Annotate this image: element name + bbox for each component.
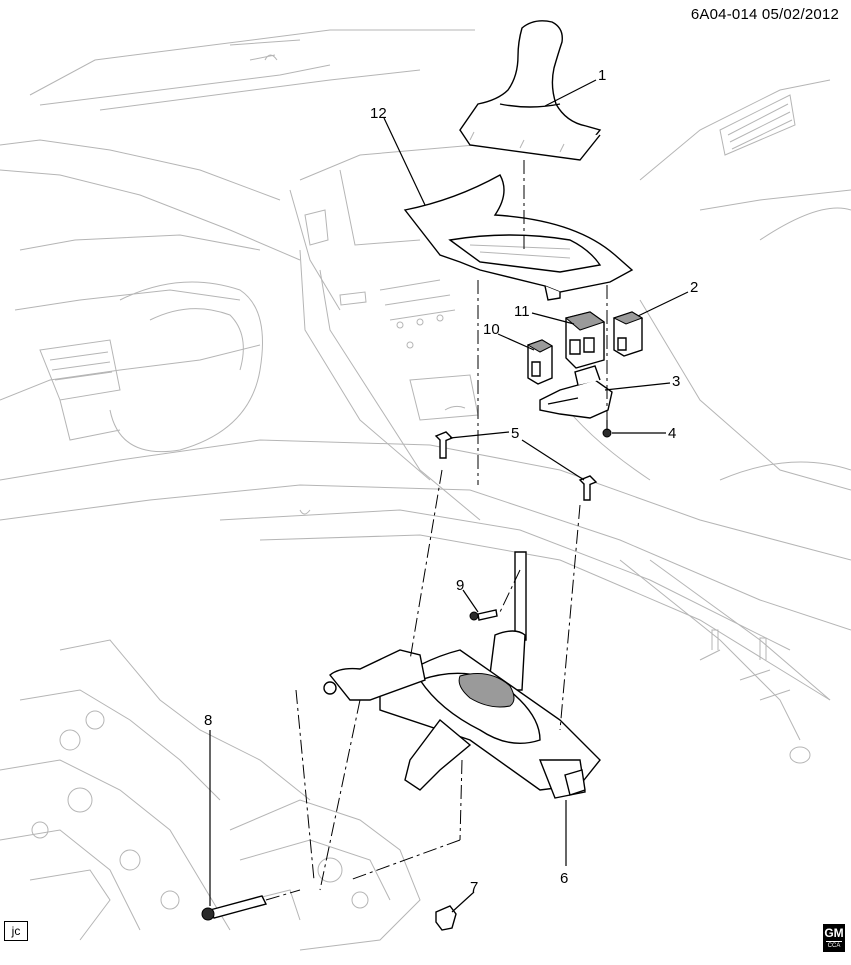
part-7-clip — [435, 905, 457, 931]
leader-5b — [521, 439, 585, 481]
part-6-shifter-assembly — [323, 551, 601, 799]
callout-4: 4 — [668, 425, 676, 442]
gm-logo-subtext: CCA — [826, 941, 842, 949]
leader-9 — [462, 589, 479, 613]
leader-1 — [544, 79, 597, 107]
callout-3: 3 — [672, 373, 680, 390]
part-10-switch — [526, 339, 554, 385]
callout-5a: 5 — [511, 425, 519, 442]
callout-7: 7 — [470, 879, 478, 896]
part-5-bolt-left — [434, 431, 454, 459]
callout-2: 2 — [690, 279, 698, 296]
part-11-switch — [564, 311, 606, 369]
leader-12 — [383, 117, 426, 206]
gm-logo-text: GM — [824, 926, 844, 940]
callout-10: 10 — [483, 321, 500, 338]
part-8-bolt — [201, 895, 268, 921]
callout-1: 1 — [598, 67, 606, 84]
part-9-screw — [469, 609, 498, 621]
part-5-bolt-right — [578, 475, 598, 501]
callout-8: 8 — [204, 712, 212, 729]
leader-11 — [531, 312, 575, 325]
interior-ghost — [0, 29, 851, 951]
document-id: 6A04-014 05/02/2012 — [690, 6, 839, 23]
part-4-screw — [602, 420, 612, 438]
jc-badge: jc — [4, 921, 28, 941]
leader-5a — [449, 431, 510, 439]
gm-logo: GM CCA — [823, 924, 845, 952]
callout-6: 6 — [560, 870, 568, 887]
callouts: 1 2 3 4 5 5 6 7 8 9 10 11 12 — [204, 67, 698, 896]
part-1-shift-knob — [459, 20, 602, 161]
part-3-bracket — [539, 365, 613, 419]
part-2-switch — [612, 311, 644, 357]
part-12-console-trim-plate — [403, 174, 634, 301]
callout-12: 12 — [370, 105, 387, 122]
alignment-lines — [265, 160, 608, 901]
leader-2 — [637, 291, 689, 317]
leader-lines — [209, 79, 689, 913]
leader-3 — [604, 382, 671, 391]
callout-9: 9 — [456, 577, 464, 594]
callout-11: 11 — [514, 303, 530, 320]
leader-7 — [451, 891, 475, 913]
leader-10 — [497, 333, 535, 351]
